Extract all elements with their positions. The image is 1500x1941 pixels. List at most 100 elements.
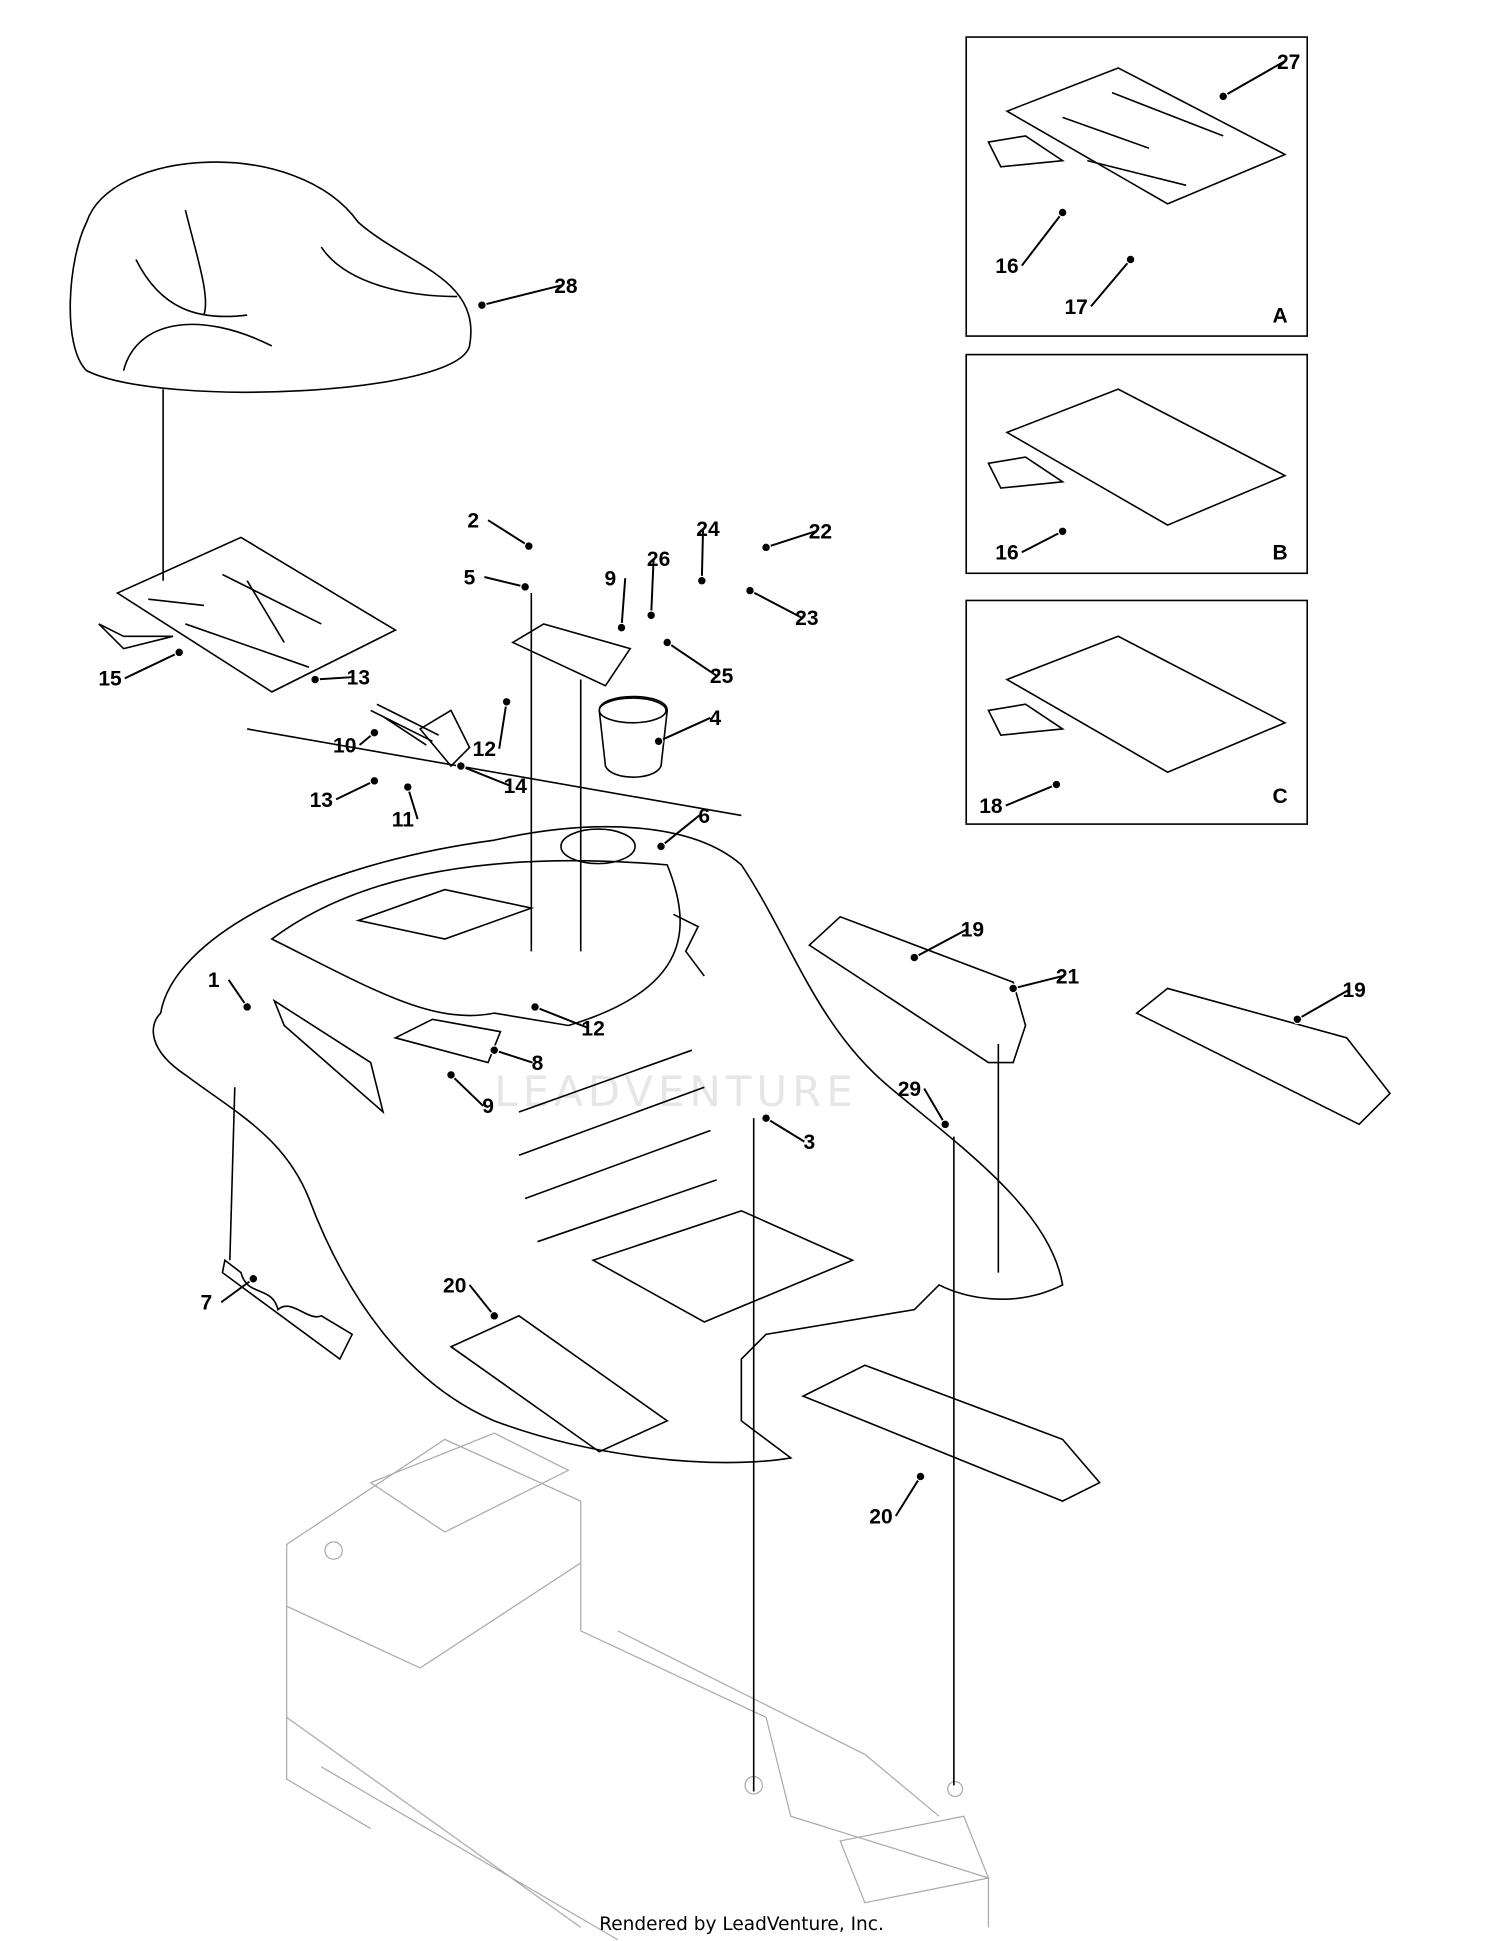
callout-leader [765, 530, 816, 549]
callout-leader [700, 528, 705, 581]
callout-leader [220, 1277, 254, 1304]
detail-letter[interactable]: A [1272, 304, 1287, 327]
part-callout[interactable]: 13 [347, 666, 370, 689]
callout-marker [761, 542, 772, 553]
callout-marker [369, 775, 380, 786]
part-callout[interactable]: 25 [710, 665, 734, 688]
detail-letter[interactable]: B [1272, 542, 1287, 565]
callout-marker [489, 1045, 500, 1056]
callout-leader [660, 814, 700, 848]
callout-marker [446, 1069, 456, 1080]
callout-leader [493, 1049, 533, 1064]
callout-leader [406, 786, 419, 820]
callout-marker [940, 1119, 951, 1130]
part-callout[interactable]: 9 [605, 568, 617, 591]
callout-marker [174, 647, 185, 658]
fender [152, 826, 1064, 1464]
callout-leader [315, 676, 354, 681]
callout-marker [369, 727, 380, 738]
part-callout[interactable]: 12 [581, 1017, 604, 1040]
seat-plate [98, 536, 398, 693]
callout-leader [468, 1284, 496, 1317]
part-callout[interactable]: 5 [464, 566, 476, 589]
detail-letter[interactable]: C [1272, 785, 1287, 808]
part-callout[interactable]: 17 [1064, 296, 1087, 319]
part-callout[interactable]: 29 [898, 1078, 921, 1101]
callout-marker [616, 622, 627, 633]
callout-marker [646, 610, 657, 621]
part-callout[interactable]: 19 [961, 919, 984, 942]
callout-leader [335, 779, 375, 801]
callout-leader [1021, 211, 1064, 267]
callout-marker [476, 300, 487, 311]
part-callout[interactable]: 27 [1277, 51, 1300, 74]
callout-leader [1012, 975, 1063, 990]
callout-leader [666, 641, 718, 677]
callout-marker [402, 782, 413, 792]
part-callout[interactable]: 1 [208, 969, 220, 992]
part-callout[interactable]: 24 [696, 518, 720, 541]
part-callout[interactable]: 14 [504, 775, 528, 798]
part-callout[interactable]: 21 [1056, 965, 1080, 988]
callout-leader [460, 765, 511, 787]
callout-marker [915, 1471, 926, 1482]
callout-marker [1218, 91, 1229, 102]
part-callout[interactable]: 18 [979, 795, 1003, 818]
detail-box-b [965, 353, 1309, 575]
part-callout[interactable]: 19 [1342, 979, 1365, 1002]
part-callout[interactable]: 13 [310, 789, 333, 812]
part-callout[interactable]: 26 [647, 548, 670, 571]
callout-leader [1005, 783, 1057, 807]
part-callout[interactable]: 2 [467, 510, 479, 533]
part-callout[interactable]: 11 [392, 809, 415, 832]
part-callout[interactable]: 20 [443, 1274, 466, 1297]
detail-box-a [965, 36, 1309, 337]
part-callout[interactable]: 16 [995, 542, 1018, 565]
callout-marker [745, 585, 755, 596]
callout-marker [520, 581, 531, 592]
callout-marker [489, 1310, 500, 1321]
callout-leader [484, 576, 526, 588]
part-callout[interactable]: 9 [482, 1095, 494, 1118]
callout-marker [242, 1002, 253, 1012]
callout-marker [761, 1113, 772, 1124]
callout-marker [1057, 526, 1068, 537]
callout-marker [909, 952, 920, 963]
part-callout[interactable]: 23 [795, 607, 818, 630]
footer-credit: Rendered by LeadVenture, Inc. [599, 1914, 884, 1935]
ratchet-bracket [221, 1258, 354, 1361]
detail-box-c [965, 599, 1309, 825]
part-callout[interactable]: 7 [201, 1292, 213, 1315]
part-callout[interactable]: 20 [869, 1505, 892, 1528]
part-callout[interactable]: 10 [333, 734, 356, 757]
part-callout[interactable]: 3 [803, 1131, 815, 1154]
callout-leader [450, 1074, 484, 1107]
part-callout[interactable]: 22 [809, 521, 832, 544]
seat [69, 161, 472, 581]
callout-marker [1057, 207, 1068, 218]
callout-leader [1222, 60, 1285, 98]
callout-marker [1008, 983, 1019, 994]
callout-leader [487, 519, 530, 547]
callout-marker [662, 637, 673, 648]
part-callout[interactable]: 16 [995, 255, 1018, 278]
callout-leader [658, 716, 711, 743]
callout-marker [1125, 254, 1136, 265]
callout-marker [310, 674, 321, 685]
callout-leader [124, 651, 180, 680]
spring [370, 703, 471, 768]
part-callout[interactable]: 15 [98, 668, 122, 691]
watermark: LEADVENTURE [494, 1067, 857, 1116]
part-callout[interactable]: 6 [698, 805, 710, 828]
callout-leader [1090, 258, 1132, 308]
callout-leader [894, 1475, 922, 1517]
part-callout[interactable]: 8 [532, 1052, 544, 1075]
part-callout[interactable]: 28 [554, 275, 578, 298]
part-callout[interactable]: 4 [710, 707, 722, 730]
part-callout[interactable]: 12 [473, 738, 496, 761]
callout-leader [749, 589, 803, 619]
callout-leader [765, 1117, 805, 1143]
callout-marker [1292, 1014, 1303, 1025]
